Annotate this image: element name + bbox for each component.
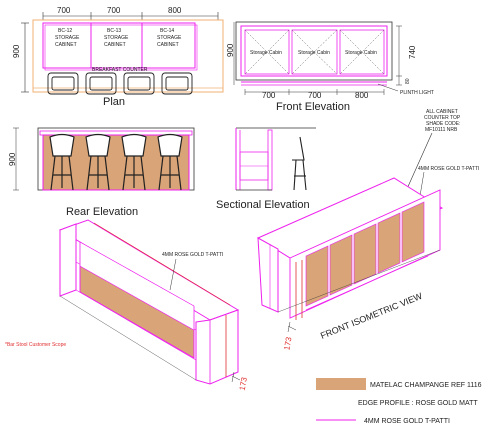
cabinet-note-line3: SHADE CODE: bbox=[426, 121, 460, 127]
rear-stool-3 bbox=[121, 133, 147, 191]
plan-cabinet-3-code: BC-14 bbox=[160, 28, 174, 34]
front-elevation-view: Storage Cabin Storage Cabin Storage Cabi… bbox=[226, 21, 434, 113]
front-cabin-1: Storage Cabin bbox=[250, 50, 282, 56]
front-dim-3: 800 bbox=[355, 91, 369, 100]
plan-cabinet-2-line2: CABINET bbox=[104, 42, 126, 48]
plan-stool-2 bbox=[85, 72, 117, 95]
front-iso-shutter-5 bbox=[401, 201, 425, 263]
front-cabin-2: Storage Cabin bbox=[298, 50, 330, 56]
section-stool bbox=[292, 136, 307, 191]
plan-title: Plan bbox=[103, 96, 125, 108]
cabinet-note-line4: MF10111 NRB bbox=[425, 127, 458, 133]
front-iso-shutter-1 bbox=[305, 245, 329, 307]
rear-stool-2 bbox=[85, 133, 111, 191]
plan-dim-2: 700 bbox=[107, 6, 121, 15]
plan-cabinet-3 bbox=[141, 22, 196, 69]
plan-stool-1 bbox=[47, 72, 79, 95]
plan-cabinet-1-line2: CABINET bbox=[55, 42, 77, 48]
plan-dim-1: 700 bbox=[57, 6, 71, 15]
plan-cabinet-2-code: BC-13 bbox=[107, 28, 121, 34]
plan-cabinet-1-code: BC-12 bbox=[58, 28, 72, 34]
plan-cabinet-3-line1: STORAGE bbox=[157, 35, 182, 41]
legend-swatch-matelac bbox=[316, 378, 366, 390]
sectional-elevation-title: Sectional Elevation bbox=[216, 199, 310, 211]
dim-173-right: 173 bbox=[282, 336, 293, 351]
dim-173-left: 173 bbox=[238, 376, 249, 391]
front-iso-shutter-2 bbox=[329, 234, 353, 296]
front-dim-2: 700 bbox=[308, 91, 322, 100]
rear-elevation-title: Rear Elevation bbox=[66, 206, 138, 218]
rear-elevation-view: 900 bbox=[8, 127, 195, 218]
sectional-elevation-view: Sectional Elevation bbox=[216, 127, 316, 211]
cabinet-note-line1: ALL CABINET bbox=[426, 109, 458, 115]
rear-height-dim: 900 bbox=[8, 152, 17, 166]
legend: MATELAC CHAMPANGE REF 1116 EDGE PROFILE … bbox=[316, 378, 482, 425]
rear-isometric-view: 4MM ROSE GOLD T-PATTI 173 *Bar Stool Cus… bbox=[5, 219, 249, 391]
front-iso-shutter-4 bbox=[377, 212, 401, 274]
legend-label-matelac: MATELAC CHAMPANGE REF 1116 bbox=[370, 382, 482, 389]
plan-stool-3 bbox=[123, 72, 155, 95]
legend-label-tpatti: 4MM ROSE GOLD T-PATTI bbox=[364, 418, 450, 425]
front-elevation-title: Front Elevation bbox=[276, 101, 350, 113]
legend-label-edge: EDGE PROFILE : ROSE GOLD MATT bbox=[358, 400, 478, 407]
plan-stool-4 bbox=[161, 72, 193, 95]
cabinet-note-line2: COUNTER TOP bbox=[424, 115, 461, 121]
front-dim-1: 700 bbox=[262, 91, 276, 100]
front-cabin-3: Storage Cabin bbox=[345, 50, 377, 56]
bar-stool-note: *Bar Stool Customer Scope bbox=[5, 342, 66, 348]
front-height-dim: 900 bbox=[226, 43, 235, 57]
plan-cabinet-1-line1: STORAGE bbox=[55, 35, 80, 41]
rear-stool-1 bbox=[49, 133, 75, 191]
plan-view: 700 700 800 900 BC-12 STORAGE CABINET BC… bbox=[12, 6, 224, 108]
rear-stool-4 bbox=[157, 133, 183, 191]
front-iso-shutter-3 bbox=[353, 223, 377, 285]
tpatti-left-label: 4MM ROSE GOLD T-PATTI bbox=[162, 252, 223, 258]
plan-dim-3: 800 bbox=[168, 6, 182, 15]
plan-cabinet-2-line1: STORAGE bbox=[104, 35, 129, 41]
tpatti-right-label: 4MM ROSE GOLD T-PATTI bbox=[418, 166, 479, 172]
cabinet-note: ALL CABINET COUNTER TOP SHADE CODE: MF10… bbox=[401, 109, 479, 201]
front-right-dim: 740 bbox=[408, 45, 417, 59]
plan-cabinet-3-line2: CABINET bbox=[157, 42, 179, 48]
plinth-light-label: PLINTH LIGHT bbox=[400, 90, 434, 96]
plan-height-dim: 900 bbox=[12, 44, 21, 58]
plan-counter-label: BREAKFAST COUNTER bbox=[92, 67, 148, 73]
front-plinth-dim: 80 bbox=[405, 78, 411, 84]
